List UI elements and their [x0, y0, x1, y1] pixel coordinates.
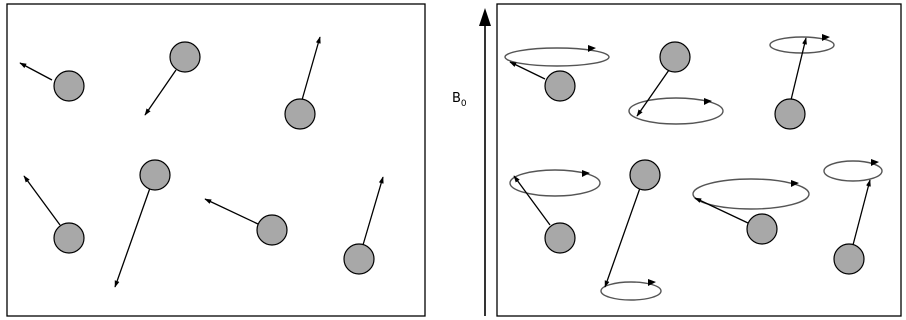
spin-6 — [204, 198, 288, 246]
nucleus-circle — [746, 213, 778, 245]
nucleus-circle — [544, 222, 576, 254]
spin-2 — [144, 41, 201, 116]
precession-direction-arrow — [588, 45, 596, 52]
nucleus-circle — [833, 243, 865, 275]
precession-orbit — [692, 178, 810, 210]
magnetic-moment-arrow — [204, 198, 259, 225]
magnetic-moment-arrow — [604, 187, 641, 288]
precession-direction-arrow — [791, 180, 799, 187]
precessing-spin-4 — [509, 169, 601, 254]
field-label: B0 — [452, 91, 467, 109]
precession-direction-arrow — [582, 170, 590, 177]
magnetic-moment-arrow — [301, 36, 321, 101]
magnetic-moment-arrow — [362, 176, 384, 246]
magnetic-moment-arrow — [790, 37, 807, 101]
nucleus-circle — [343, 243, 375, 275]
spin-5 — [114, 159, 171, 288]
precession-orbit — [509, 169, 601, 197]
precession-orbit — [823, 160, 883, 182]
field-arrow-head — [479, 8, 491, 26]
magnetic-moment-arrow — [19, 62, 53, 81]
magnetic-moment-arrow — [509, 61, 546, 80]
precession-panel — [496, 3, 902, 317]
spin-4 — [23, 175, 85, 254]
precessing-spin-6 — [692, 178, 810, 245]
spin-1 — [19, 62, 85, 102]
nucleus-circle — [629, 159, 661, 191]
magnetic-moment-arrow — [114, 187, 151, 288]
magnetic-moment-arrow — [23, 175, 61, 226]
nucleus-circle — [659, 41, 691, 73]
magnetic-moment-arrow — [636, 69, 670, 117]
magnetic-moment-arrow — [694, 197, 749, 224]
precessing-spin-1 — [504, 45, 610, 102]
nucleus-circle — [139, 159, 171, 191]
nucleus-circle — [774, 98, 806, 130]
magnetic-moment-arrow — [852, 179, 871, 246]
precession-direction-arrow — [704, 98, 712, 105]
precession-orbit — [504, 47, 610, 67]
precession-orbit — [600, 281, 662, 301]
precession-orbit — [628, 97, 724, 125]
spin-3 — [284, 36, 321, 130]
field-b0-axis: B0 — [452, 8, 491, 316]
precessing-spin-7 — [823, 159, 883, 275]
precession-direction-arrow — [648, 279, 656, 286]
precession-direction-arrow — [822, 34, 830, 41]
precessing-spin-3 — [769, 34, 835, 130]
spin-7 — [343, 176, 384, 275]
random-orientation-panel — [6, 3, 426, 317]
magnetic-moment-arrow — [513, 175, 551, 226]
precession-direction-arrow — [871, 159, 879, 166]
nucleus-circle — [256, 214, 288, 246]
nucleus-circle — [169, 41, 201, 73]
precessing-spin-2 — [628, 41, 724, 125]
nucleus-circle — [53, 70, 85, 102]
magnetic-moment-arrow — [144, 69, 177, 116]
nucleus-circle — [544, 70, 576, 102]
nucleus-circle — [53, 222, 85, 254]
precessing-spin-5 — [600, 159, 662, 301]
nucleus-circle — [284, 98, 316, 130]
panel-frame-right — [496, 3, 902, 317]
